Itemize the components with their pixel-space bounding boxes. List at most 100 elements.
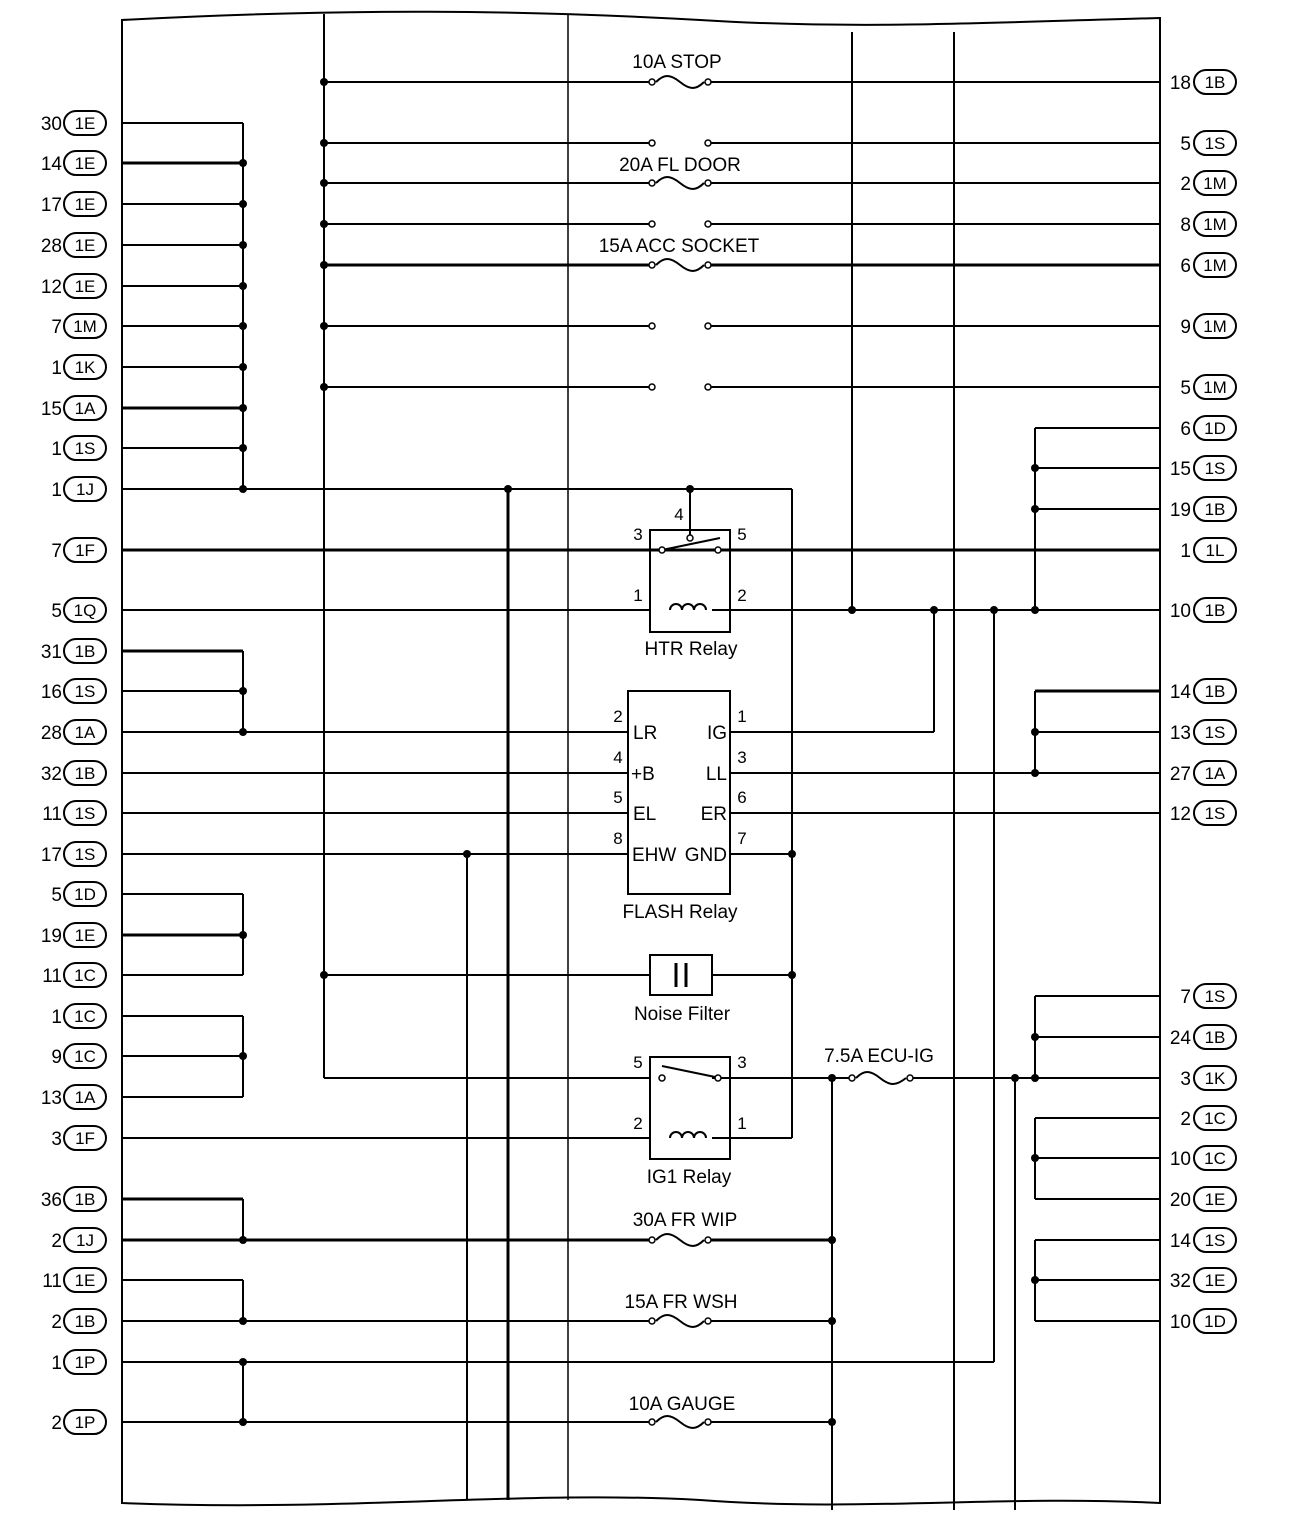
connector-pin: 30 bbox=[41, 114, 62, 135]
connector-code: 1J bbox=[76, 480, 94, 499]
connector-code: 1A bbox=[75, 399, 96, 418]
connector-pin: 5 bbox=[1180, 378, 1191, 399]
connector-pin: 12 bbox=[41, 277, 62, 298]
connector-oval bbox=[1193, 1308, 1237, 1334]
connector-label: 7 1M bbox=[51, 313, 107, 339]
connector-oval bbox=[1193, 1186, 1237, 1212]
connector-code: 1F bbox=[75, 541, 95, 560]
flash-terminal: LL bbox=[706, 764, 727, 785]
connector-pin: 6 bbox=[1180, 256, 1191, 277]
connector-label: 14 1E bbox=[41, 150, 107, 176]
connector-code: 1E bbox=[75, 1271, 96, 1290]
htr-pin: 3 bbox=[633, 525, 642, 544]
connector-code: 1S bbox=[75, 439, 96, 458]
connector-oval bbox=[63, 962, 107, 988]
connector-label: 30 1E bbox=[41, 110, 107, 136]
connector-oval bbox=[63, 1227, 107, 1253]
connector-pin: 14 bbox=[41, 154, 63, 175]
connector-code: 1B bbox=[1205, 73, 1226, 92]
connector-code: 1E bbox=[75, 926, 96, 945]
connector-code: 1E bbox=[75, 114, 96, 133]
connector-code: 1E bbox=[75, 236, 96, 255]
connector-pin: 11 bbox=[42, 966, 62, 987]
connector-oval bbox=[63, 1125, 107, 1151]
connector-pin: 15 bbox=[1170, 459, 1191, 480]
connector-code: 1Q bbox=[74, 601, 97, 620]
flash-pin: 5 bbox=[613, 788, 622, 807]
connector-oval bbox=[1193, 170, 1237, 196]
ig1-pin: 3 bbox=[737, 1053, 746, 1072]
connector-oval bbox=[1193, 1227, 1237, 1253]
connector-pin: 9 bbox=[1180, 317, 1191, 338]
flash-pin: 7 bbox=[737, 829, 746, 848]
connector-oval bbox=[1193, 537, 1237, 563]
connector-pin: 5 bbox=[51, 601, 62, 622]
connector-code: 1D bbox=[1204, 419, 1226, 438]
connector-code: 1S bbox=[75, 682, 96, 701]
connector-oval bbox=[63, 1003, 107, 1029]
connector-code: 1M bbox=[1203, 378, 1227, 397]
htr-pin: 1 bbox=[633, 586, 642, 605]
connector-oval bbox=[1193, 252, 1237, 278]
connector-oval bbox=[63, 678, 107, 704]
connector-oval bbox=[1193, 983, 1237, 1009]
connector-pin: 3 bbox=[1180, 1069, 1191, 1090]
connector-pin: 27 bbox=[1170, 764, 1191, 785]
connector-oval bbox=[63, 1409, 107, 1435]
connector-pin: 7 bbox=[51, 317, 62, 338]
fuse-symbol bbox=[655, 75, 705, 89]
connector-oval bbox=[63, 760, 107, 786]
flash-terminal: LR bbox=[633, 723, 657, 744]
connector-code: 1C bbox=[1204, 1109, 1226, 1128]
connector-oval bbox=[1193, 69, 1237, 95]
connector-oval bbox=[63, 354, 107, 380]
connector-code: 1M bbox=[1203, 317, 1227, 336]
fuse-label: 10A GAUGE bbox=[629, 1394, 736, 1415]
htr-pin: 5 bbox=[737, 525, 746, 544]
connector-pin: 24 bbox=[1170, 1028, 1192, 1049]
connector-code: 1M bbox=[73, 317, 97, 336]
connector-oval bbox=[63, 841, 107, 867]
fuse-label: 7.5A ECU-IG bbox=[824, 1046, 934, 1067]
connector-code: 1E bbox=[75, 154, 96, 173]
connector-oval bbox=[1193, 1024, 1237, 1050]
connector-code: 1S bbox=[75, 804, 96, 823]
connector-oval bbox=[63, 191, 107, 217]
connector-code: 1E bbox=[1205, 1271, 1226, 1290]
connector-oval bbox=[1193, 1145, 1237, 1171]
connector-pin: 1 bbox=[51, 439, 62, 460]
fuse-symbol bbox=[655, 1314, 705, 1328]
connector-code: 1E bbox=[75, 195, 96, 214]
connector-code: 1A bbox=[1205, 764, 1226, 783]
connector-pin: 20 bbox=[1170, 1190, 1191, 1211]
connector-oval bbox=[1193, 313, 1237, 339]
connector-code: 1S bbox=[1205, 723, 1226, 742]
connector-oval bbox=[63, 273, 107, 299]
connector-oval bbox=[63, 1349, 107, 1375]
connector-code: 1B bbox=[1205, 682, 1226, 701]
connector-oval bbox=[1193, 130, 1237, 156]
connector-oval bbox=[1193, 760, 1237, 786]
